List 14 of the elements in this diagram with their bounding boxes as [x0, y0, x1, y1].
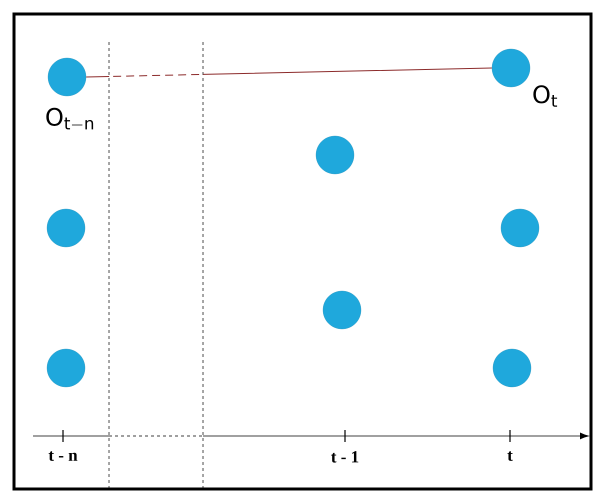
dot — [46, 348, 86, 388]
dot — [492, 48, 530, 88]
dot — [46, 208, 86, 248]
tick-label: t — [507, 451, 513, 461]
node-label: $\mathsf{O}_{\mathsf{t - n}}$ — [46, 108, 94, 130]
tick-label: t - 1 — [331, 451, 358, 463]
connector-line — [86, 68, 492, 78]
node-label: $\mathsf{O}_{\mathsf{t}}$ — [533, 85, 558, 107]
dot — [492, 348, 532, 388]
dot — [316, 136, 354, 174]
dot — [48, 58, 86, 96]
dot — [500, 208, 540, 248]
tick-label: t - n — [48, 451, 78, 461]
dot — [322, 290, 362, 330]
